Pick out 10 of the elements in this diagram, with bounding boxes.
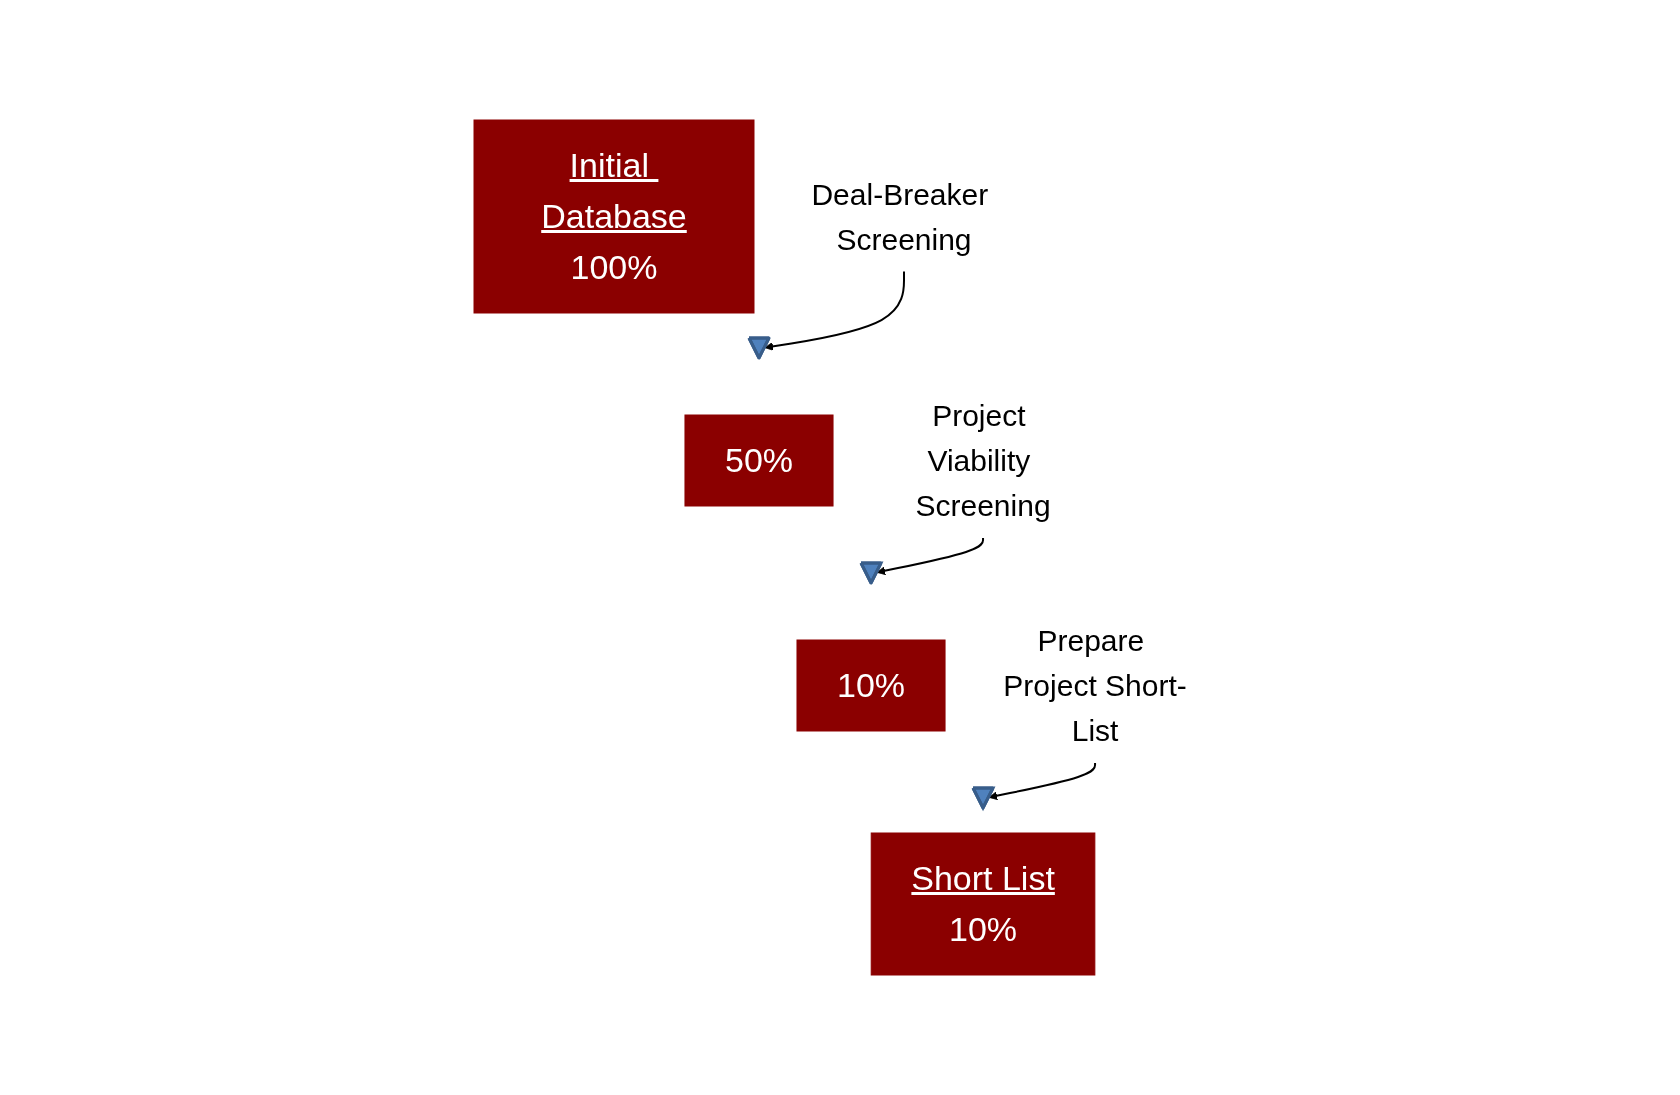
node-box: 50% — [684, 414, 834, 507]
arrow — [989, 762, 1097, 801]
node-box: Short List 10% — [871, 832, 1096, 976]
node-text: Deal-Breaker Screening — [811, 177, 989, 256]
arrow — [877, 537, 985, 576]
node-box: Initial Database 100% — [473, 119, 755, 314]
node-text: Project Viability Screening — [915, 399, 1052, 522]
node-box: 10% — [796, 639, 946, 732]
node-text: Prepare Project Short-List — [1003, 624, 1188, 747]
arrow — [765, 270, 906, 351]
